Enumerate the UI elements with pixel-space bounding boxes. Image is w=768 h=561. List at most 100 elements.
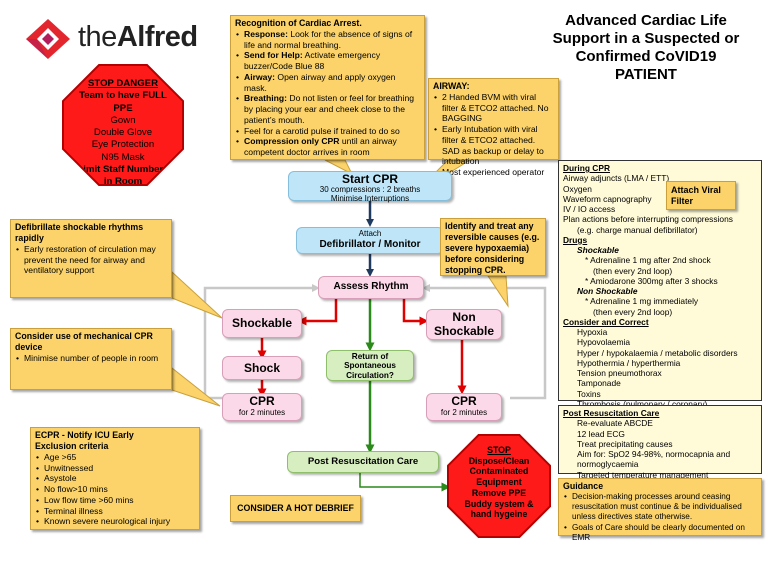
ecpr-item-1: Age >65 [36,452,195,463]
stop-danger-line-6: N95 Mask [101,151,145,163]
post-resus-line-1: Re-evaluate ABCDE [577,418,653,429]
drugs-heading: Drugs [563,234,588,245]
nonshockable-drug-1a: * Adrenaline 1 mg immediately [585,296,699,307]
during-cpr-indent-line: (e.g. charge manual defibrillator) [577,224,698,235]
defibrillate-callout: Defibrillate shockable rhythms rapidly E… [10,219,172,298]
shockable-drugs-heading: Shockable [577,245,619,255]
cause-1: Hypoxia [577,327,608,337]
title-line-1: Advanced Cardiac Life [565,12,727,29]
during-cpr-panel: During CPR Airway adjuncts (LMA / ETT) O… [558,160,762,409]
recognition-pointer [324,159,354,176]
guidance-item-2: Goals of Care should be clearly document… [564,523,757,544]
cause-4: Hypothermia / hyperthermia [577,357,681,368]
cause-2: Hypovolaemia [577,337,631,348]
consider-correct-heading: Consider and Correct [563,316,649,327]
airway-title: AIRWAY: [433,81,470,91]
mechanical-cpr-callout: Consider use of mechanical CPR device Mi… [10,328,172,390]
stop-dispose-line-6: hand hygeine [470,509,528,520]
defib-callout-title: Defibrillate shockable rhythms rapidly [15,222,144,243]
ecpr-item-4: No flow>10 mins [36,484,195,495]
shockable-label: Shockable [231,316,293,330]
alfred-logo: theAlfred [26,19,226,59]
nonshockable-drugs-heading: Non Shockable [577,286,638,296]
post-resus-line-3: Treat precipitating causes [577,438,673,449]
post-resus-heading: Post Resuscitation Care [563,408,660,418]
title-line-3: Confirmed CoVID19 [575,48,717,65]
mech-callout-title: Consider use of mechanical CPR device [15,331,153,352]
recognition-item-airway: Airway: Open airway and apply oxygen mas… [236,72,420,93]
cause-6: Tamponade [577,378,621,389]
airway-callout: AIRWAY: 2 Handed BVM with viral filter &… [428,78,559,178]
reversible-pointer [487,275,509,308]
attach-line-1: Attach [358,229,382,238]
during-cpr-line-5: Plan actions before interrupting compres… [563,214,733,225]
reversible-callout-text: Identify and treat any reversible causes… [445,221,540,275]
during-cpr-line-2: Oxygen [563,183,592,194]
title-line-4: PATIENT [615,66,677,83]
recognition-callout: Recognition of Cardiac Arrest. Response:… [230,15,425,160]
ecpr-title: ECPR - Notify ICU Early [35,430,134,440]
stop-danger-line-7: Limit Staff Numbers [77,163,169,175]
cpr-left-box: CPR for 2 minutes [222,393,302,421]
post-resus-line-5: Targeted temperature management [577,469,709,480]
rosc-line-1: Return of [351,352,389,361]
post-resuscitation-care-box: Post Resuscitation Care [287,451,439,473]
ecpr-item-7: Known severe neurological injury [36,516,195,527]
loop-right [422,284,547,400]
ecpr-item-5: Low flow time >60 mins [36,495,195,506]
post-resus-line-2: 12 lead ECG [577,428,625,439]
cpr-left-title: CPR [249,394,275,408]
post-resuscitation-panel: Post Resuscitation Care Re-evaluate ABCD… [558,405,762,480]
rosc-box: Return of Spontaneous Circulation? [326,350,414,381]
stop-dispose-sign: STOP Dispose/Clean Contaminated Equipmen… [447,434,551,538]
stop-dispose-line-1: Dispose/Clean [468,455,530,466]
stop-danger-sign: STOP DANGER Team to have FULL PPE Gown D… [62,64,184,186]
stop-danger-line-8: in Room [103,176,143,188]
attach-defibrillator-box: Attach Defibrillator / Monitor [296,227,444,254]
cpr-left-sub: for 2 minutes [238,408,286,418]
recognition-item-help: Send for Help: Activate emergency buzzer… [236,50,420,71]
start-cpr-line-2: Minimise Interruptions [330,193,410,203]
start-cpr-title: Start CPR [341,172,398,186]
viral-filter-line-1: Attach Viral [671,185,721,195]
loop-left [203,284,320,400]
guidance-callout: Guidance Decision-making processes aroun… [558,478,762,542]
mech-callout-item: Minimise number of people in room [16,353,167,364]
stop-danger-line-2: PPE [113,102,133,114]
cpr-right-box: CPR for 2 minutes [426,393,502,421]
arrow-post-to-stop [359,473,451,492]
nonshockable-box: Non Shockable [426,309,502,340]
airway-item-2: Early Intubation with viral filter & ETC… [434,124,554,167]
airway-item-3: Most experienced operator [434,167,554,178]
stop-danger-line-5: Eye Protection [91,139,155,151]
shockable-drug-1a: * Adrenaline 1 mg after 2nd shock [585,255,711,266]
reversible-causes-callout: Identify and treat any reversible causes… [440,218,546,276]
during-cpr-line-4: IV / IO access [563,204,616,214]
stop-dispose-line-2: Contaminated [469,466,529,477]
stop-dispose-line-4: Remove PPE [471,487,527,498]
cause-7: Toxins [577,388,601,399]
viral-filter-line-2: Filter [671,195,694,206]
assess-rhythm-label: Assess Rhythm [333,281,409,292]
title-line-2: Support in a Suspected or [552,30,740,47]
start-cpr-box: Start CPR 30 compressions : 2 breaths Mi… [288,171,452,203]
stop-danger-line-4: Double Glove [93,127,153,139]
hot-debrief-callout: CONSIDER A HOT DEBRIEF [230,495,361,522]
ecpr-item-3: Asystole [36,473,195,484]
guidance-item-1: Decision-making processes around ceasing… [564,492,757,523]
recognition-item-breathing: Breathing: Do not listen or feel for bre… [236,93,420,125]
shockable-box: Shockable [222,309,302,338]
ecpr-subtitle: Exclusion criteria [35,440,109,451]
cpr-right-title: CPR [451,394,477,408]
defib-pointer [171,270,223,319]
start-cpr-line-1: 30 compressions : 2 breaths [319,185,421,195]
assess-rhythm-box: Assess Rhythm [318,276,424,299]
recognition-item-response: Response: Look for the absence of signs … [236,29,420,50]
stop-dispose-line-3: Equipment [476,477,522,488]
mech-pointer [171,366,221,407]
cause-5: Tension pneumothorax [577,368,662,378]
attach-line-2: Defibrillator / Monitor [319,238,421,250]
recognition-title: Recognition of Cardiac Arrest. [235,18,362,28]
during-cpr-line-1: Airway adjuncts (LMA / ETT) [563,173,670,184]
alfred-logo-icon [26,19,70,59]
